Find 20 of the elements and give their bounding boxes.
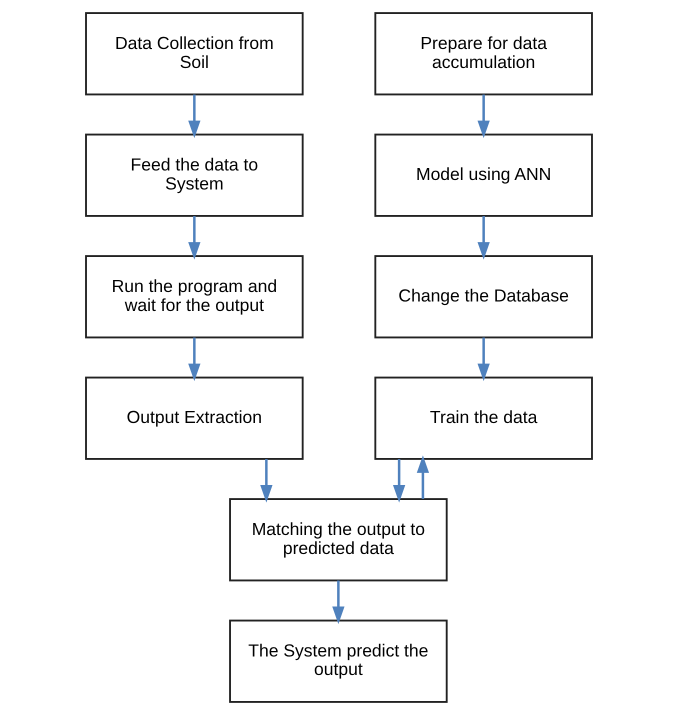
arrow — [188, 94, 200, 138]
node-box: The System predict the output — [228, 620, 448, 703]
arrow — [477, 94, 490, 138]
node-box: Prepare for data accumulation — [374, 12, 592, 96]
arrow — [188, 338, 200, 382]
node-box: Train the data — [374, 376, 592, 460]
arrow — [477, 338, 490, 382]
node-box: Matching the output to predicted data — [228, 498, 448, 582]
arrow — [188, 216, 200, 260]
node-box: Run the program and wait for the output — [84, 255, 304, 338]
node-box: Output Extraction — [84, 376, 304, 460]
node-box: Change the Database — [374, 255, 592, 338]
arrow — [416, 455, 429, 499]
node-box: Feed the data to System — [84, 134, 304, 217]
arrow — [392, 459, 405, 503]
node-box: Data Collection from Soil — [84, 12, 304, 96]
arrow — [477, 216, 490, 260]
node-box: Model using ANN — [374, 134, 592, 217]
arrow — [260, 459, 272, 503]
arrow — [332, 580, 344, 624]
